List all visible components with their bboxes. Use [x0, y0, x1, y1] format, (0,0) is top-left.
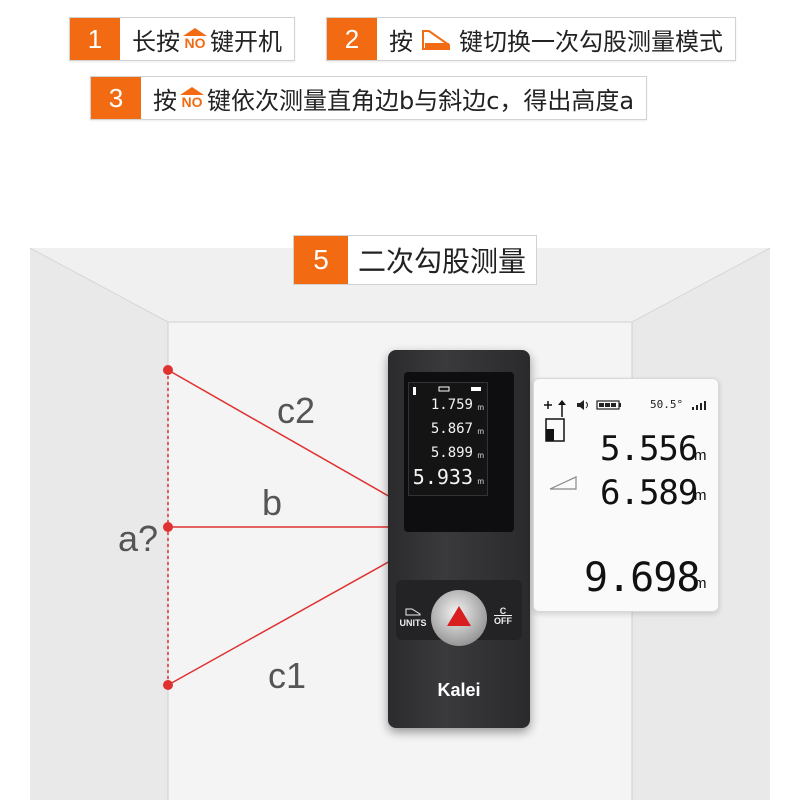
section-title: 5 二次勾股测量	[293, 235, 538, 285]
step-text: 键切换一次勾股测量模式	[459, 27, 723, 56]
display-unit-2: m	[694, 487, 707, 504]
device-lcd: 1.759 5.867 5.899 5.933 m m m m	[408, 382, 488, 496]
units-button[interactable]: UNITS	[398, 608, 428, 628]
step-number: 3	[91, 77, 141, 119]
step-text: 按	[389, 27, 413, 56]
step-number: 1	[70, 18, 120, 60]
display-zoom: 50.5° 5.556 m 6.589 m 9.698 m	[533, 378, 719, 612]
power-no-icon: NO	[183, 28, 207, 50]
device-unit-4: m	[477, 477, 484, 486]
step-text: 键开机	[210, 27, 282, 56]
units-label: UNITS	[399, 618, 427, 628]
step-text: 长按	[132, 27, 180, 56]
device-reading-3: 5.899	[430, 445, 473, 461]
triangle-icon	[447, 606, 471, 626]
signal-icon	[692, 401, 706, 410]
device-status-icons	[413, 386, 481, 395]
clear-off-button[interactable]: C OFF	[490, 606, 516, 626]
mode-switch-icon	[422, 30, 450, 50]
measure-button[interactable]	[431, 590, 487, 646]
device-reading-4: 5.933	[412, 465, 473, 489]
clear-label: C	[499, 606, 507, 616]
brand-logo: Kalei	[437, 680, 481, 700]
step-3: 3 按 NO 键依次测量直角边b与斜边c，得出高度a	[90, 76, 648, 120]
laser-mode-icon	[544, 400, 566, 442]
laser-lines	[163, 365, 393, 690]
power-no-icon: NO	[180, 87, 204, 109]
battery-icon	[596, 400, 621, 410]
device-unit-2: m	[477, 427, 484, 436]
mode-icon	[405, 608, 421, 616]
label-a: a?	[118, 518, 159, 559]
display-value-2: 6.589	[600, 473, 698, 513]
slope-icon	[549, 476, 577, 490]
label-c1: c1	[268, 655, 307, 696]
display-value-1: 5.556	[600, 429, 698, 469]
display-result: 9.698	[584, 555, 700, 601]
device-reading-2: 5.867	[430, 421, 473, 437]
device-unit-3: m	[477, 451, 484, 460]
step-text: 按	[153, 86, 177, 115]
section-title-text: 二次勾股测量	[358, 245, 527, 278]
laser-distance-meter: 1.759 5.867 5.899 5.933 m m m m UNITS C …	[388, 350, 530, 728]
label-c2: c2	[277, 390, 316, 431]
off-label: OFF	[494, 615, 512, 626]
section-number: 5	[294, 236, 348, 284]
status-value: 50.5°	[650, 398, 684, 411]
device-unit-1: m	[477, 403, 484, 412]
label-b: b	[262, 482, 283, 523]
step-2: 2 按 键切换一次勾股测量模式	[326, 17, 736, 61]
display-unit-3: m	[694, 575, 707, 592]
display-unit-1: m	[694, 447, 707, 464]
step-1: 1 长按 NO 键开机	[69, 17, 295, 61]
sound-icon	[577, 400, 588, 410]
step-number: 2	[327, 18, 377, 60]
step-text: 键依次测量直角边b与斜边c，得出高度a	[207, 86, 635, 115]
device-reading-1: 1.759	[430, 397, 473, 413]
